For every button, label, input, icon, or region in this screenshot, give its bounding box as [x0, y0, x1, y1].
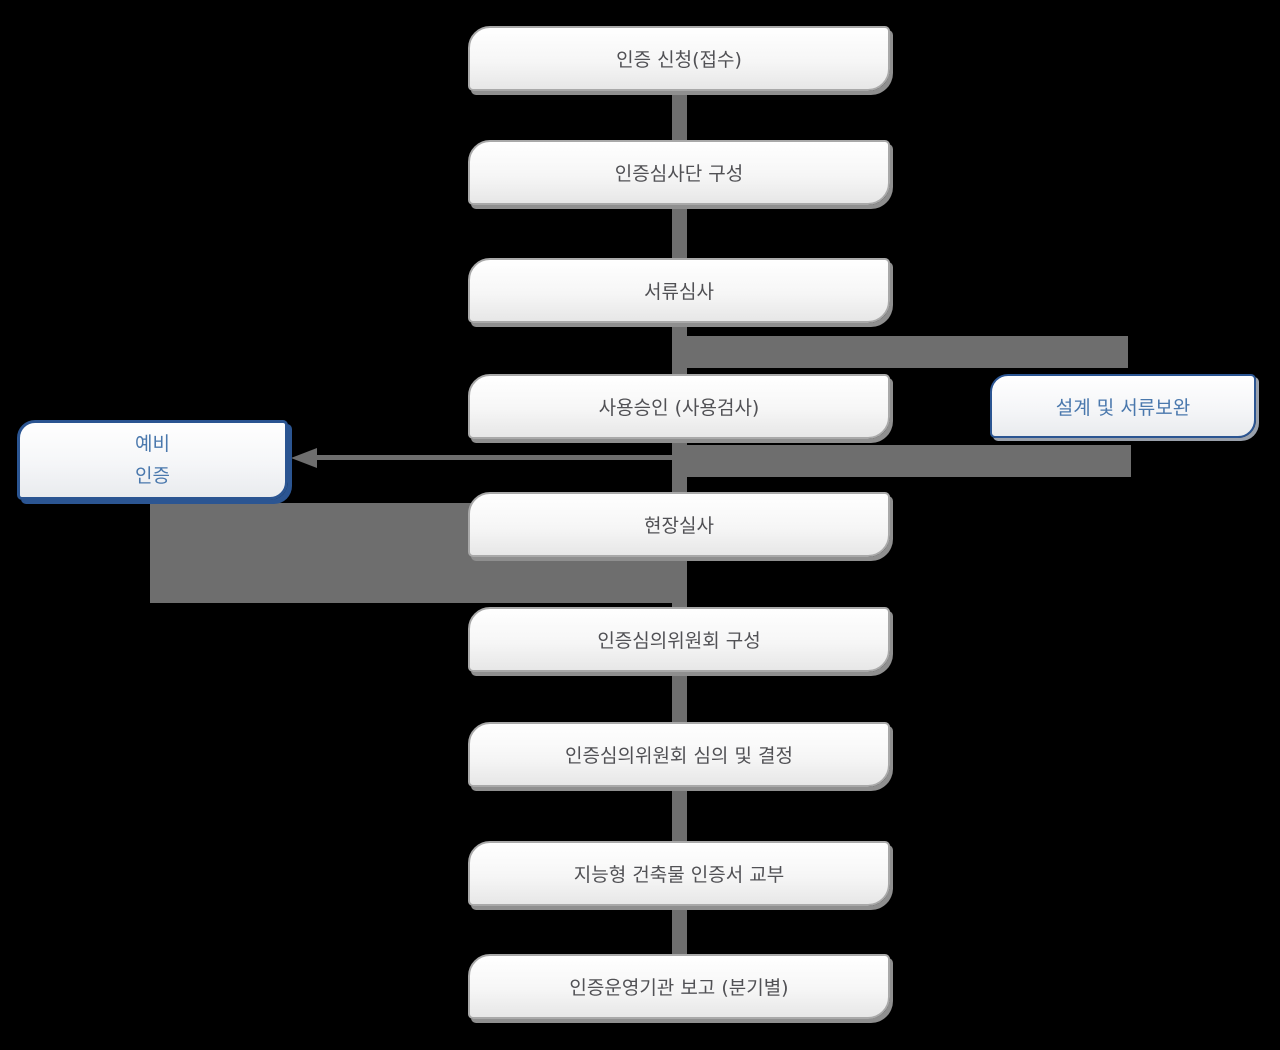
flow-step-committee-decision: 인증심의위원회 심의 및 결정 — [468, 722, 890, 787]
connector-branch-to-supplement — [675, 336, 1128, 368]
flow-step-use-approval: 사용승인 (사용검사) — [468, 374, 890, 439]
connector-step7-step8 — [672, 786, 687, 843]
arrow-line-to-preliminary — [312, 455, 678, 460]
supplement-label: 설계 및 서류보완 — [1055, 396, 1191, 419]
flow-step-committee-setup: 인증심의위원회 구성 — [468, 607, 890, 672]
flow-step-certificate-issue: 지능형 건축물 인증서 교부 — [468, 841, 890, 906]
flow-step-label: 인증심의위원회 심의 및 결정 — [565, 745, 793, 767]
connector-step8-step9 — [672, 904, 687, 956]
preliminary-label-line1: 예비 — [135, 433, 170, 455]
arrow-head-icon — [291, 448, 317, 468]
connector-step1-step2 — [672, 88, 687, 142]
flow-step-label: 사용승인 (사용검사) — [598, 397, 760, 419]
connector-step2-step3 — [672, 203, 687, 260]
flow-step-agency-report: 인증운영기관 보고 (분기별) — [468, 954, 890, 1019]
connector-step3-step4 — [672, 321, 687, 376]
flow-step-review-team: 인증심사단 구성 — [468, 140, 890, 205]
preliminary-label-line2: 인증 — [135, 465, 170, 487]
flow-step-label: 인증 신청(접수) — [616, 49, 742, 71]
flow-step-application: 인증 신청(접수) — [468, 26, 890, 91]
flow-step-label: 인증심사단 구성 — [614, 163, 744, 185]
flow-step-site-inspection: 현장실사 — [468, 492, 890, 557]
flow-step-label: 지능형 건축물 인증서 교부 — [573, 864, 785, 886]
flow-step-label: 서류심사 — [644, 281, 714, 303]
flow-step-label: 인증운영기관 보고 (분기별) — [569, 977, 789, 999]
node-preliminary-certification: 예비 인증 — [17, 420, 288, 500]
flow-step-document-review: 서류심사 — [468, 258, 890, 323]
preliminary-label: 예비 인증 — [135, 428, 170, 492]
node-design-document-supplement: 설계 및 서류보완 — [990, 374, 1256, 438]
flow-step-label: 현장실사 — [644, 515, 714, 537]
connector-step4-step5 — [672, 437, 687, 494]
flow-step-label: 인증심의위원회 구성 — [597, 630, 761, 652]
connector-step5-step6 — [672, 555, 687, 609]
connector-step6-step7 — [672, 670, 687, 724]
connector-return-from-supplement — [675, 445, 1131, 477]
